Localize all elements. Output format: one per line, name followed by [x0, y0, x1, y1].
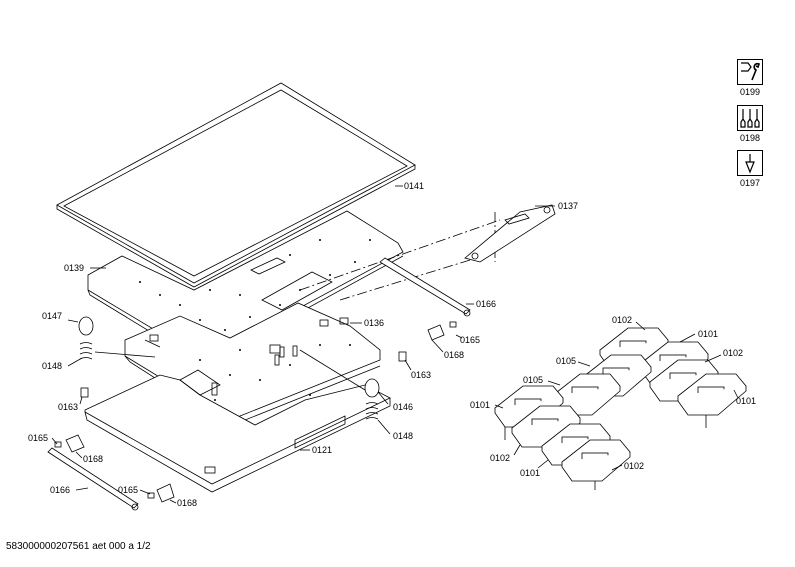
label-0166: 0166	[50, 485, 70, 495]
label-0102: 0102	[723, 348, 743, 358]
label-0101: 0101	[520, 468, 540, 478]
housing-part	[84, 369, 391, 493]
label-0165: 0165	[118, 485, 138, 495]
label-0139: 0139	[64, 263, 84, 273]
label-0101: 0101	[736, 396, 756, 406]
glass-top-part	[56, 82, 416, 288]
label-0102: 0102	[624, 461, 644, 471]
tool-bit-icon	[737, 150, 763, 176]
label-0166: 0166	[476, 299, 496, 309]
rail-part	[379, 257, 471, 317]
label-0147: 0147	[42, 311, 62, 321]
zone-leader-lines	[494, 321, 739, 471]
document-id-footer: 583000000207561 aet 000 a 1/2	[6, 541, 151, 552]
label-0168: 0168	[83, 454, 103, 464]
label-0146: 0146	[393, 402, 413, 412]
label-0165: 0165	[28, 433, 48, 443]
zone-coil-0101c	[494, 385, 564, 440]
label-0101: 0101	[470, 400, 490, 410]
spring-left	[78, 316, 94, 360]
leader-lines	[51, 185, 555, 504]
label-0121: 0121	[312, 445, 332, 455]
label-0141: 0141	[404, 181, 424, 191]
zone-coil-0102d	[561, 439, 631, 490]
label-0163: 0163	[411, 370, 431, 380]
label-0105: 0105	[523, 375, 543, 385]
spring-right	[364, 378, 380, 420]
tool-code-0198: 0198	[739, 133, 761, 143]
zone-coil-0102c	[511, 405, 581, 448]
clip-part	[427, 321, 457, 341]
bracket-part	[464, 204, 556, 263]
label-0102: 0102	[612, 315, 632, 325]
tool-code-0199: 0199	[739, 87, 761, 97]
label-0102: 0102	[490, 453, 510, 463]
label-0101: 0101	[698, 329, 718, 339]
screwdrivers-icon	[737, 105, 763, 131]
label-0105: 0105	[556, 356, 576, 366]
zone-coil-0101b	[677, 373, 747, 428]
label-0148: 0148	[393, 431, 413, 441]
label-0165: 0165	[460, 335, 480, 345]
label-0168: 0168	[444, 350, 464, 360]
wrench-icon	[737, 59, 763, 85]
label-0148: 0148	[42, 361, 62, 371]
tool-code-0197: 0197	[739, 178, 761, 188]
label-0163: 0163	[58, 402, 78, 412]
cooking-zone-coils	[494, 327, 747, 490]
label-0137: 0137	[558, 201, 578, 211]
label-0136: 0136	[364, 318, 384, 328]
label-0168: 0168	[177, 498, 197, 508]
